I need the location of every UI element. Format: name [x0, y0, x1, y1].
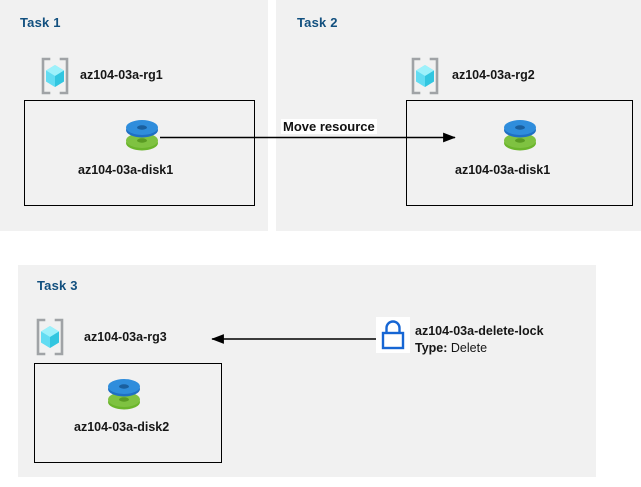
task-1-resource-group-label: az104-03a-rg1 — [80, 68, 163, 82]
task-3-panel — [18, 265, 596, 477]
task-1-panel — [0, 0, 268, 231]
task-2-panel — [276, 0, 641, 231]
delete-lock-type: Type: Delete — [415, 341, 487, 355]
task-3-title: Task 3 — [37, 278, 78, 293]
task-3-resource-label: az104-03a-disk2 — [74, 420, 170, 434]
resource-group-icon — [33, 318, 67, 356]
move-resource-label: Move resource — [281, 119, 377, 134]
task-3-resource-group-label: az104-03a-rg3 — [84, 330, 167, 344]
task-2-title: Task 2 — [297, 15, 338, 30]
delete-lock-type-key: Type: — [415, 341, 448, 355]
delete-lock-type-value: Delete — [450, 341, 488, 355]
task-3-resource-box — [34, 363, 222, 463]
managed-disk-icon — [500, 116, 540, 152]
resource-group-icon — [408, 57, 442, 95]
managed-disk-icon — [104, 375, 144, 411]
task-2-resource-label: az104-03a-disk1 — [455, 163, 551, 177]
lock-scope-arrow — [211, 334, 376, 344]
task-1-resource-label: az104-03a-disk1 — [78, 163, 174, 177]
task-2-resource-group-label: az104-03a-rg2 — [452, 68, 535, 82]
task-2-resource-box — [406, 100, 633, 206]
delete-lock-label: az104-03a-delete-lock — [415, 324, 544, 338]
task-1-title: Task 1 — [20, 15, 61, 30]
resource-group-icon — [38, 57, 72, 95]
padlock-icon — [376, 317, 410, 353]
move-resource-arrow — [160, 132, 456, 143]
task-1-resource-box — [24, 100, 255, 206]
managed-disk-icon — [122, 116, 162, 152]
